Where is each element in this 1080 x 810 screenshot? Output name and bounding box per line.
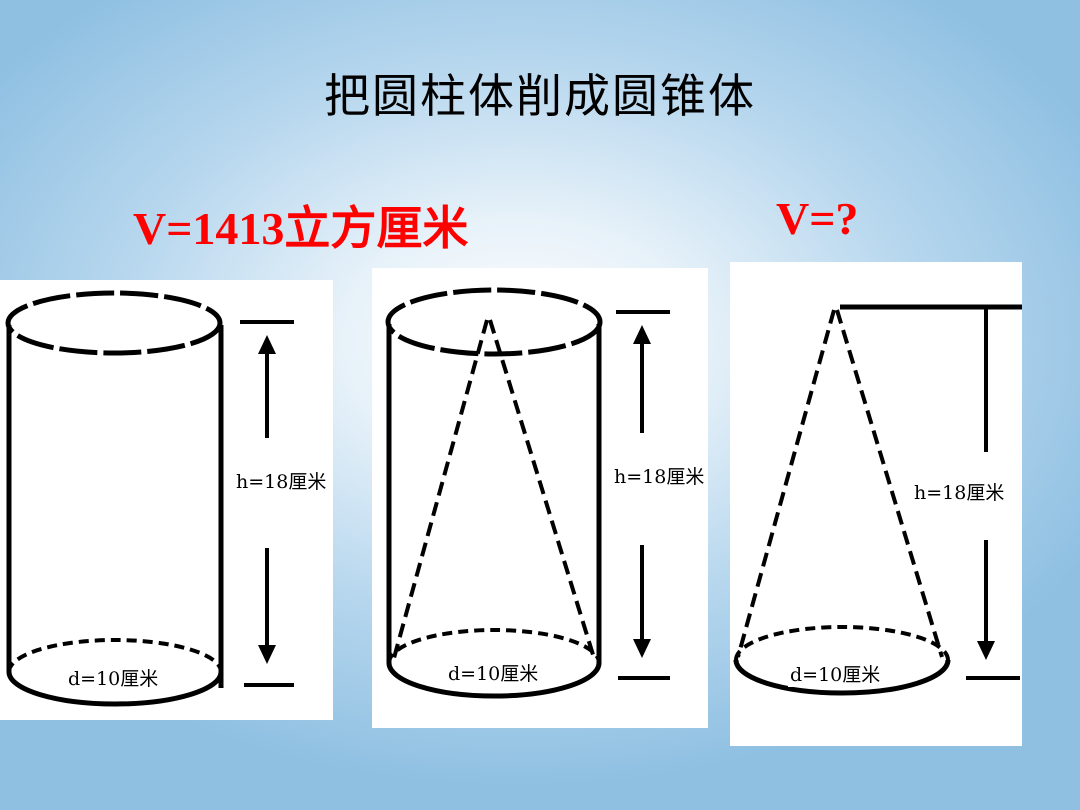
height-label: h=18厘米	[912, 478, 1007, 505]
arrow-up-icon	[633, 325, 651, 344]
cylinder-top-ellipse	[5, 290, 223, 356]
cylinder-cone-figure: h=18厘米 d=10厘米	[372, 268, 708, 728]
cylinder-figure: h=18厘米 d=10厘米	[0, 280, 333, 720]
cylinder-top-ellipse	[385, 287, 603, 357]
cone-right-edge	[488, 319, 596, 659]
diameter-label: d=10厘米	[446, 659, 541, 686]
cylinder-drawing	[5, 290, 294, 707]
height-label: h=18厘米	[234, 467, 329, 494]
arrow-up-icon	[258, 335, 276, 354]
arrow-down-icon	[633, 639, 651, 658]
diameter-label: d=10厘米	[788, 660, 883, 687]
cylinder-volume: V=1413立方厘米	[133, 203, 469, 254]
cylinder-base-back	[387, 628, 601, 664]
cylinder-cone-drawing	[385, 287, 670, 699]
cylinder-base-front	[386, 662, 602, 699]
cone-left-edge	[736, 309, 836, 658]
diameter-label: d=10厘米	[66, 664, 161, 691]
cone-volume: V=?	[776, 193, 859, 244]
cone-left-edge	[392, 319, 489, 659]
cylinder-base-front	[6, 671, 224, 707]
cone-drawing	[733, 304, 1022, 696]
height-label: h=18厘米	[612, 462, 707, 489]
slide-title: 把圆柱体削成圆锥体	[324, 69, 756, 123]
arrow-down-icon	[258, 645, 276, 664]
cone-base-back	[734, 625, 950, 661]
cylinder-base-back	[7, 638, 223, 673]
cone-figure: h=18厘米 d=10厘米	[730, 262, 1022, 746]
cone-base-front	[733, 659, 951, 696]
arrow-down-icon	[977, 641, 995, 660]
cone-right-edge	[835, 309, 944, 658]
